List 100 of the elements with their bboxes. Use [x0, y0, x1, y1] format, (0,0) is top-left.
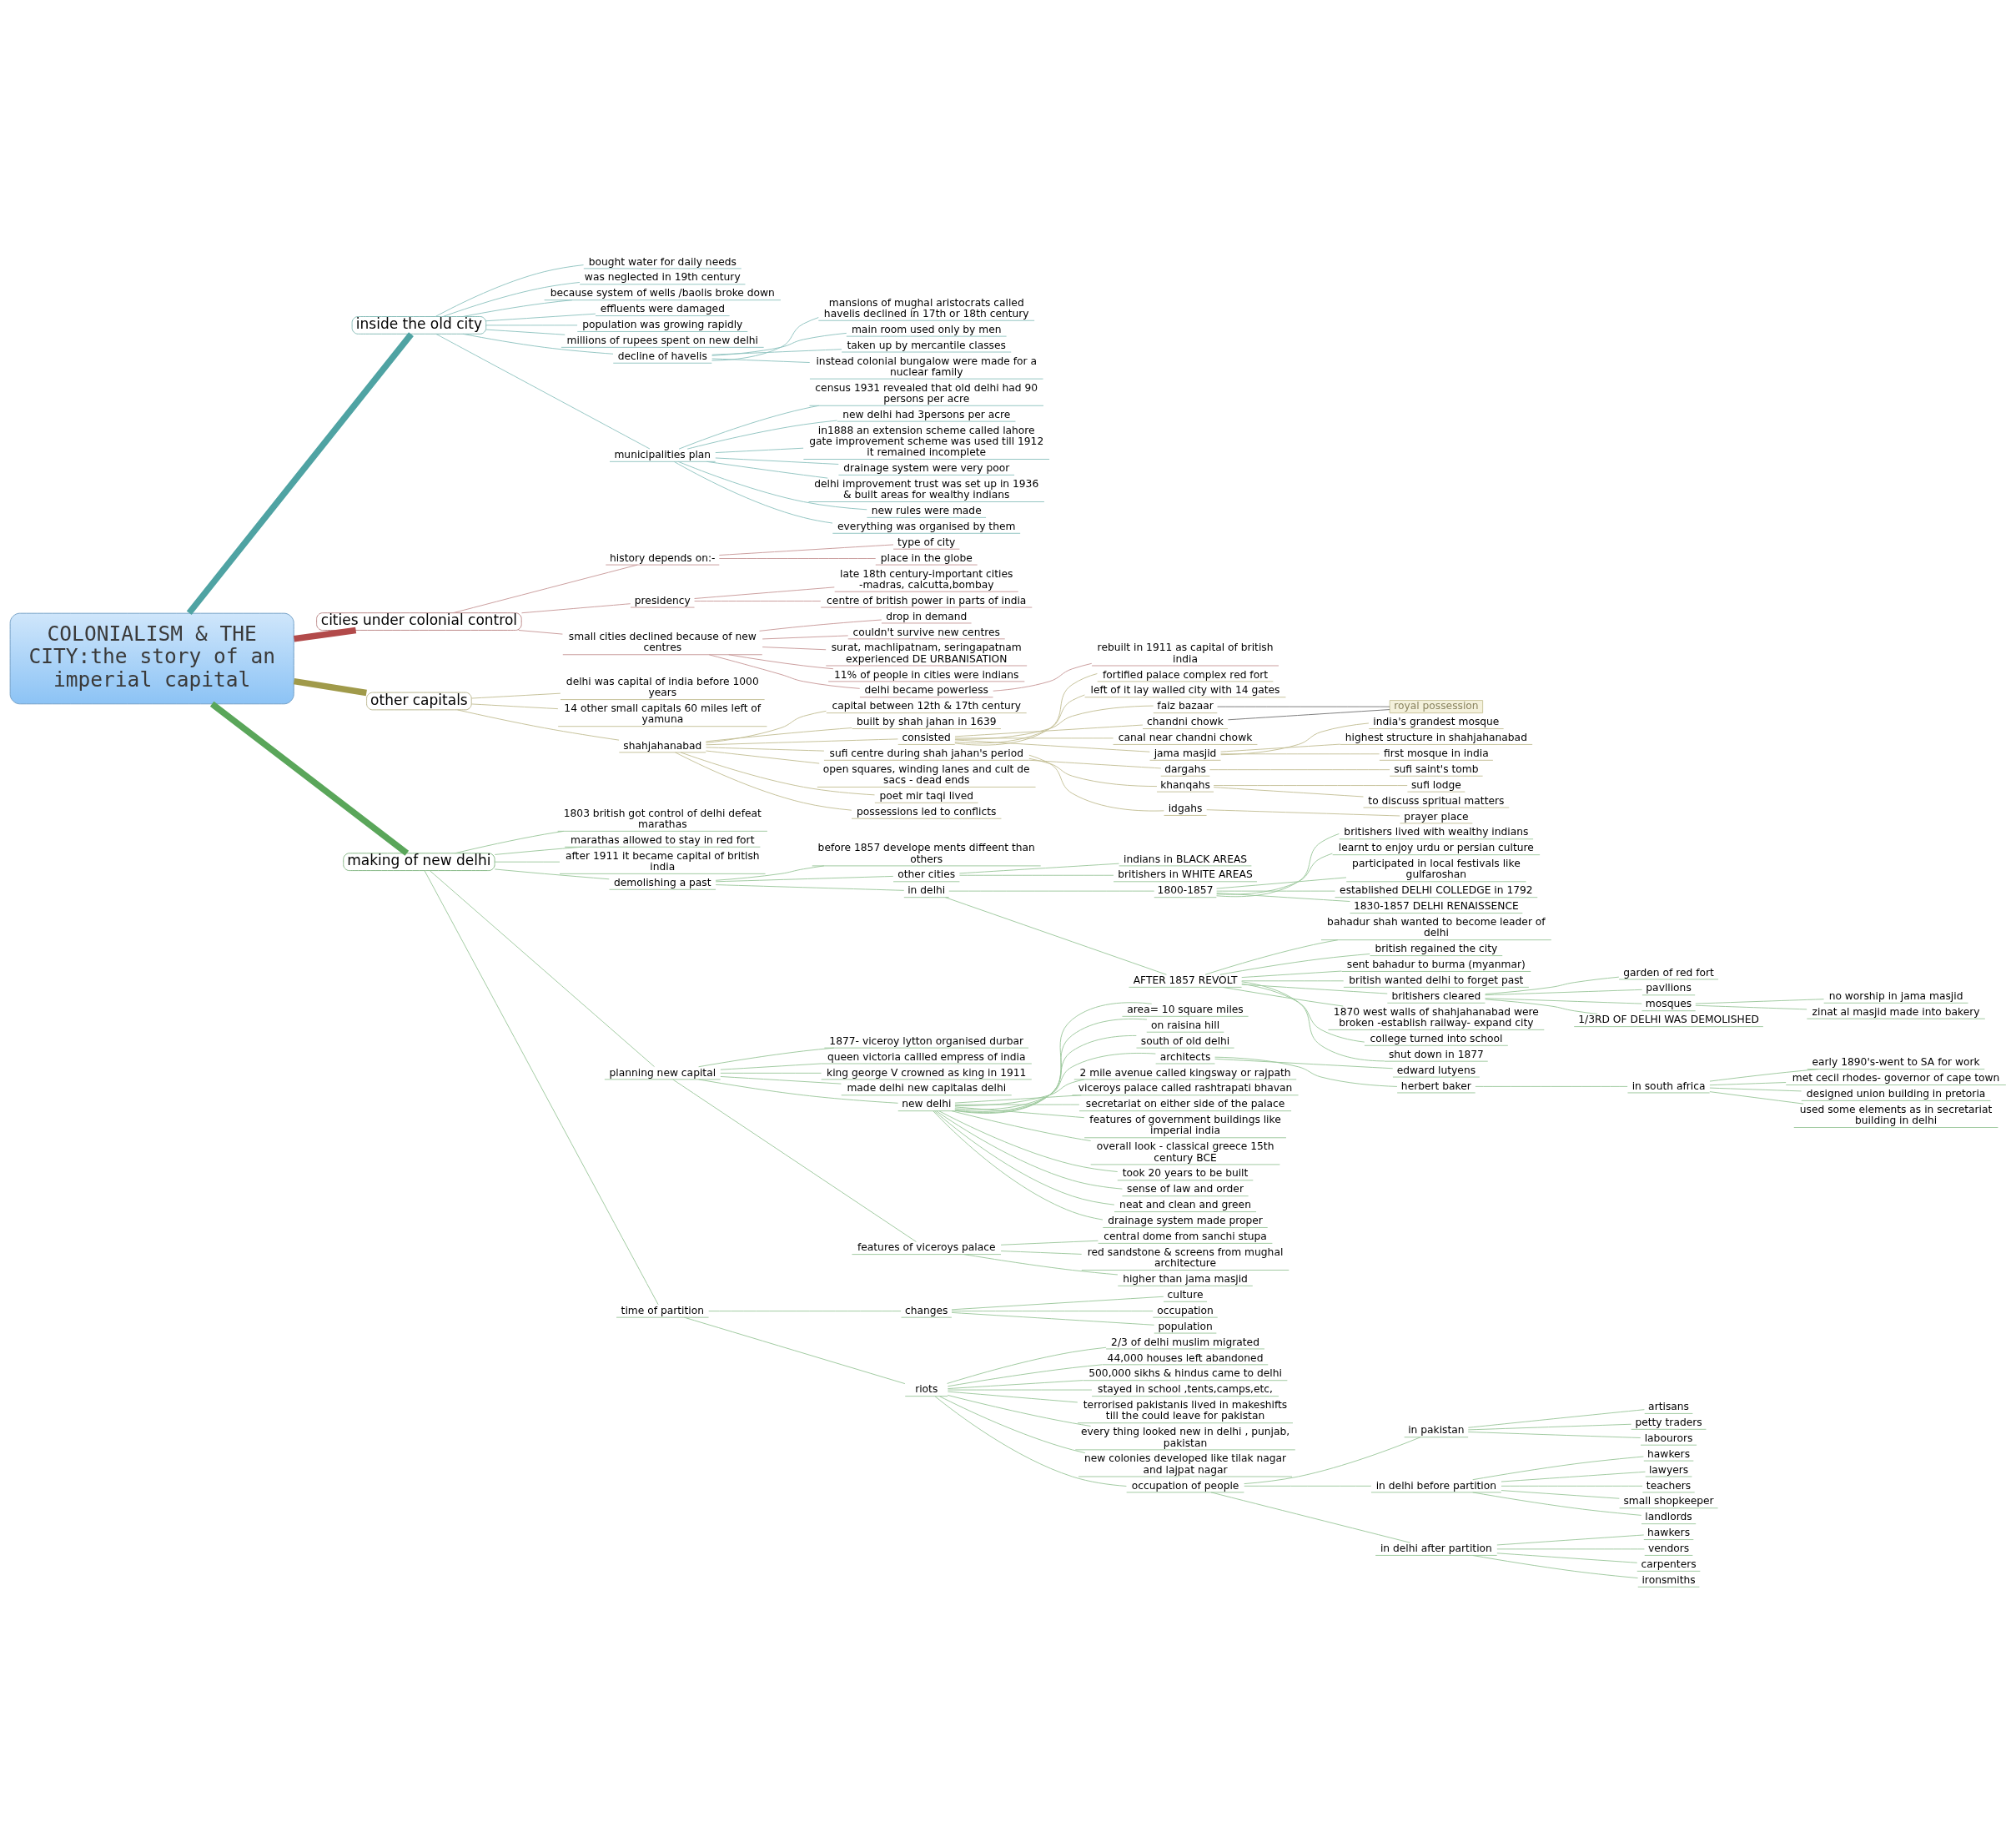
node-box: other capitals [366, 692, 472, 710]
connector [1220, 743, 1341, 752]
node-text: sent bahadur to burma (myanmar) [1346, 958, 1526, 970]
connector [435, 333, 651, 449]
node-text: new delhi had 3persons per acre [842, 408, 1011, 420]
node-text: artisans [1648, 1400, 1689, 1412]
connector [429, 869, 655, 1067]
node-text: britishers lived with wealthy indians [1344, 825, 1529, 838]
connector [518, 629, 563, 635]
node-text: ironsmiths [1641, 1573, 1696, 1586]
node-text: other cities [897, 868, 956, 880]
connector [1709, 1087, 1802, 1091]
connector [457, 709, 620, 741]
node-text: used some elements as in secretariat building in delhi [1799, 1103, 1993, 1126]
node-text: 11% of people in cities were indians [833, 668, 1019, 681]
connector [1485, 997, 1642, 1004]
connector [1501, 1471, 1646, 1482]
connector [294, 627, 357, 642]
node-text: main room used only by men [851, 323, 1002, 335]
connector [435, 264, 584, 317]
node-text: after 1911 it became capital of british india [566, 849, 760, 873]
node-text: college turned into school [1370, 1032, 1503, 1044]
connector [720, 1075, 842, 1085]
connector [963, 1253, 1119, 1275]
node-text: poet mir taqi lived [879, 789, 974, 802]
connector [954, 1018, 1148, 1113]
node-text: riots [915, 1382, 938, 1395]
connector [947, 1379, 1083, 1389]
node-text: met cecil rhodes- governor of cape town [1792, 1071, 2000, 1084]
node-text: because system of wells /baolis broke down [550, 286, 775, 299]
connector [1475, 1085, 1628, 1087]
node-text: left of it lay walled city with 14 gates [1090, 683, 1280, 696]
connector [1216, 853, 1333, 895]
node-text: couldn't survive new centres [852, 626, 1000, 638]
connector [186, 331, 414, 615]
connector [485, 324, 578, 325]
connector [1028, 759, 1162, 768]
connector [1214, 1056, 1398, 1087]
node-text: drainage system made proper [1108, 1214, 1263, 1226]
connector [706, 750, 820, 764]
node-text: india's grandest mosque [1373, 715, 1500, 727]
connector [675, 751, 852, 811]
node-box: royal possession [1389, 699, 1484, 713]
connector [1028, 757, 1158, 787]
node-text: in delhi after partition [1380, 1542, 1492, 1554]
node-text: idgahs [1168, 802, 1203, 814]
node-text: 44,000 houses left abandoned [1107, 1351, 1264, 1363]
node-text: terrorised pakistanis lived in makeshifts till the could leave for pakistan [1083, 1398, 1288, 1422]
node-text: sufi saint's tomb [1394, 762, 1479, 775]
node-text: herbert baker [1400, 1080, 1471, 1092]
node-text: in delhi before partition [1375, 1479, 1497, 1492]
connector [698, 1079, 899, 1104]
node-box: cities under colonial control [316, 611, 522, 631]
connector [958, 874, 1114, 876]
connector [1244, 1436, 1421, 1484]
node-text: sufi centre during shah jahan's period [829, 747, 1023, 759]
node-text: every thing looked new in delhi , punjab, pakistan [1080, 1425, 1290, 1449]
node-text: taken up by mercantile classes [847, 339, 1006, 351]
node-text: dargahs [1164, 762, 1206, 775]
node-text: culture [1167, 1288, 1204, 1301]
node-text: area= 10 square miles [1127, 1003, 1244, 1015]
node-text: landlords [1645, 1510, 1692, 1522]
connector [678, 405, 820, 450]
connector [673, 460, 833, 523]
node-text: 1870 west walls of shahjahanabad were broken -establish railway- expand city [1333, 1005, 1539, 1029]
connector [1217, 706, 1390, 707]
connector [706, 460, 828, 479]
connector [1241, 980, 1385, 1061]
connector [715, 447, 804, 453]
node-text: delhi improvement trust was set up in 1936 & built areas for wealthy indians [814, 477, 1039, 501]
node-text: architects [1159, 1050, 1211, 1063]
node-text: hawkers [1647, 1447, 1691, 1460]
connector [958, 863, 1119, 873]
connector [948, 890, 1155, 892]
node-text: edward lutyens [1396, 1064, 1476, 1076]
node-text: mansions of mughal aristocrats called havelis declined in 17th or 18th century [823, 296, 1029, 320]
node-text: marathas allowed to stay in red fort [571, 833, 755, 846]
connector [1496, 1552, 1638, 1563]
connector [1000, 1250, 1083, 1255]
node-text: highest structure in shahjahanabad [1345, 731, 1527, 743]
connector [686, 420, 838, 450]
node-text: instead colonial bungalow were made for a nuclear family [816, 355, 1038, 378]
connector [1695, 998, 1825, 1004]
connector [947, 1391, 1078, 1402]
node-text: british wanted delhi to forget past [1349, 974, 1524, 986]
node-text: AFTER 1857 REVOLT [1133, 974, 1238, 986]
node-text: shahjahanabad [623, 739, 702, 752]
connector [209, 701, 410, 856]
connector [954, 1105, 1085, 1118]
node-text: occupation of people [1131, 1479, 1239, 1492]
connector [1214, 1058, 1394, 1069]
node-text: effluents were damaged [600, 302, 725, 315]
connector [954, 1001, 1153, 1114]
node-text: garden of red fort [1623, 966, 1714, 979]
connector [1213, 784, 1408, 786]
node-text: sufi lodge [1410, 778, 1461, 791]
connector [1241, 983, 1365, 1043]
connector [1227, 708, 1390, 720]
connector [938, 1110, 1119, 1172]
connector [934, 1395, 1127, 1487]
